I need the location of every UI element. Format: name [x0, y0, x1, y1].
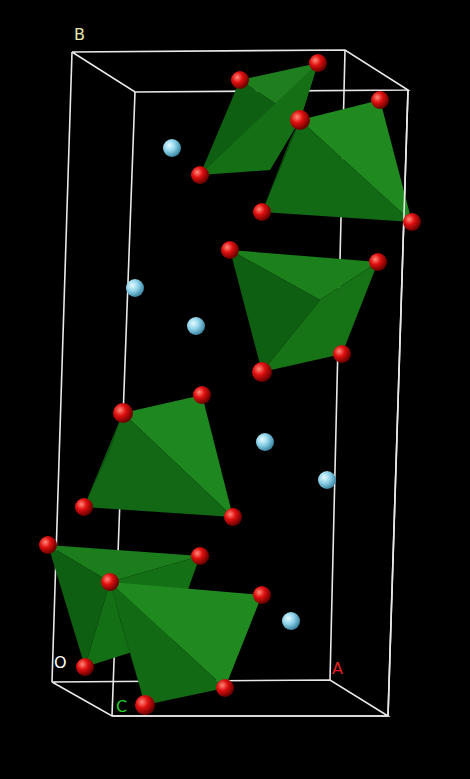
oxygen-atom [221, 241, 239, 259]
cation-atom [256, 433, 274, 451]
oxygen-atom [253, 203, 271, 221]
tetrahedron [110, 582, 262, 705]
oxygen-atom [39, 536, 57, 554]
axis-label: A [332, 660, 343, 678]
face [262, 120, 300, 212]
oxygen-atom [290, 110, 310, 130]
face [110, 582, 225, 705]
axis-label: O [54, 654, 67, 672]
cation-atom [187, 317, 205, 335]
oxygen-atom [101, 573, 119, 591]
axis-label: C [116, 698, 127, 716]
cell-top [72, 50, 408, 92]
oxygen-atom [369, 253, 387, 271]
face [84, 413, 233, 517]
oxygen-atom [403, 213, 421, 231]
face [262, 120, 412, 222]
axis-label: B [74, 26, 85, 44]
cation-atoms [126, 139, 336, 630]
cation-atom [163, 139, 181, 157]
oxygen-atom [193, 386, 211, 404]
oxygen-atom [216, 679, 234, 697]
face [262, 262, 378, 372]
tetrahedron [262, 100, 412, 222]
cation-atom [282, 612, 300, 630]
oxygen-atom [371, 91, 389, 109]
oxygen-atom [135, 695, 155, 715]
oxygen-atom [75, 498, 93, 516]
oxygen-atom [224, 508, 242, 526]
cell-bottom [52, 680, 388, 716]
oxygen-atom [253, 586, 271, 604]
oxygen-atom [113, 403, 133, 423]
oxygen-atom [76, 658, 94, 676]
oxygen-atom [231, 71, 249, 89]
face [110, 582, 145, 705]
oxygen-atom [333, 345, 351, 363]
cation-atom [318, 471, 336, 489]
tetrahedron [84, 395, 233, 517]
cation-atom [126, 279, 144, 297]
cell-edge [112, 715, 388, 717]
oxygen-atom [191, 166, 209, 184]
oxygen-atom [252, 362, 272, 382]
face [84, 413, 123, 507]
cell-edge [388, 90, 408, 716]
oxygen-atom [309, 54, 327, 72]
unit-cell-front [112, 90, 408, 716]
tetrahedron [230, 250, 378, 372]
tetrahedra [48, 63, 412, 705]
oxygen-atoms [39, 54, 421, 715]
oxygen-atom [191, 547, 209, 565]
